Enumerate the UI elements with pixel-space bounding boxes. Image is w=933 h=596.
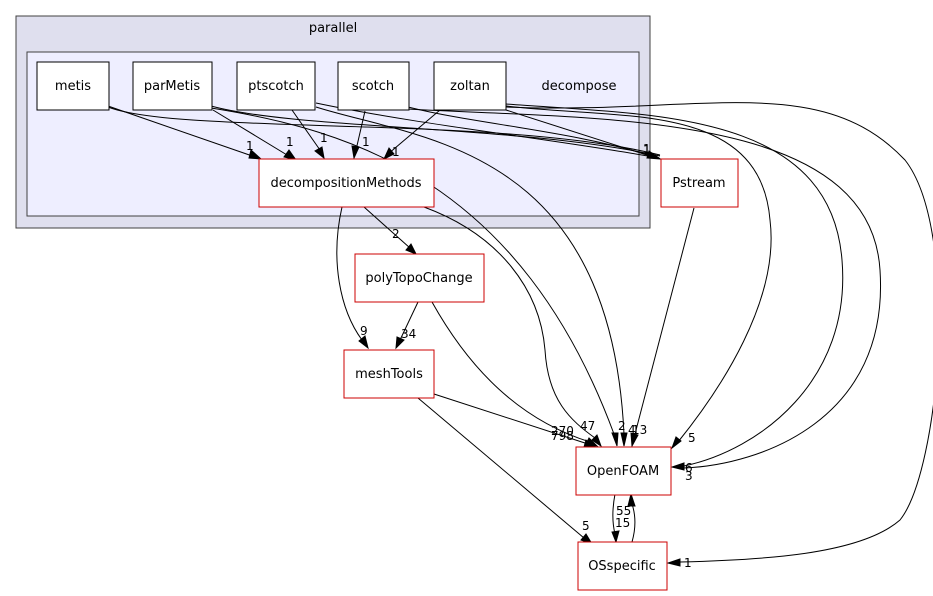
edge-Pstream-OpenFOAM: [634, 207, 695, 435]
node-ptscotch[interactable]: ptscotch: [236, 61, 316, 111]
edge-label-zoltan-oss: 1: [684, 556, 692, 570]
node-scotch-label: scotch: [352, 79, 394, 94]
edge-label-of-d: 2: [618, 419, 626, 433]
edge-label-of-oss: 55: [616, 504, 631, 518]
edge-label-of-c: 47: [580, 419, 595, 433]
edge-zoltan-OpenFOAM-2: [505, 103, 844, 467]
edge-label-mt-oss: 5: [582, 519, 590, 533]
edge-scotch-OpenFOAM: [407, 108, 881, 469]
cluster-decompose-title: decompose: [542, 79, 617, 94]
edge-parMetis-Pstream: [210, 105, 661, 157]
edge-label-dm-mt: 9: [360, 324, 368, 338]
cluster-parallel-title: parallel: [309, 21, 357, 36]
edge-ptscotch-OpenFOAM: [315, 106, 625, 435]
edge-dm-polyTopoChange: [363, 206, 411, 249]
edge-label-parMetis-dm: 1: [286, 135, 294, 149]
edge-label-pstream-2: 1: [643, 143, 651, 157]
node-Pstream[interactable]: Pstream: [660, 158, 739, 208]
edge-ptc-OpenFOAM: [431, 301, 591, 443]
edge-zoltan-decompositionMethods: [387, 109, 441, 155]
node-ptscotch-label: ptscotch: [248, 79, 304, 94]
node-decompositionMethods[interactable]: decompositionMethods: [258, 158, 435, 208]
edge-label-scotch-dm: 1: [362, 135, 370, 149]
edge-dm-meshTools: [336, 206, 363, 341]
edge-meshTools-OSspecific: [417, 397, 585, 539]
edges: 1 1 1 1 1 1 1: [107, 102, 933, 570]
node-Pstream-label: Pstream: [672, 176, 725, 191]
edge-OSspecific-OpenFOAM: [631, 503, 636, 543]
edge-label-of-f: 13: [632, 423, 647, 437]
edge-label-of-a: 270: [551, 424, 574, 438]
node-metis[interactable]: metis: [36, 61, 110, 111]
edge-scotch-decompositionMethods: [355, 110, 366, 151]
node-OpenFOAM[interactable]: OpenFOAM: [575, 446, 672, 496]
edge-label-zoltan-dm: 1: [392, 145, 400, 159]
node-scotch[interactable]: scotch: [337, 61, 410, 111]
node-polyTopoChange-label: polyTopoChange: [365, 271, 472, 286]
node-meshTools-label: meshTools: [355, 367, 423, 382]
edge-label-of-b: 798: [551, 429, 574, 443]
edge-ptscotch-Pstream: [315, 102, 660, 159]
edge-label-ptc-mt: 34: [401, 327, 416, 341]
edge-zoltan-OSspecific: [505, 102, 933, 563]
node-OpenFOAM-label: OpenFOAM: [587, 464, 659, 479]
edge-dm-OpenFOAM: [423, 206, 596, 439]
node-meshTools[interactable]: meshTools: [343, 349, 435, 399]
edge-label-of-i: 3: [685, 469, 693, 483]
edge-meshTools-OpenFOAM: [433, 393, 589, 445]
edge-zoltan-Pstream: [505, 109, 657, 159]
edge-metis-Pstream: [107, 106, 661, 156]
edge-label-oss-of: 15: [615, 516, 630, 530]
edge-label-ptscotch-dm: 1: [320, 131, 328, 145]
node-polyTopoChange[interactable]: polyTopoChange: [354, 253, 485, 303]
node-parMetis[interactable]: parMetis: [132, 61, 213, 111]
node-metis-label: metis: [55, 79, 91, 94]
edge-label-pstream-1: 1: [643, 142, 651, 156]
node-OSspecific-label: OSspecific: [588, 559, 656, 574]
node-OSspecific[interactable]: OSspecific: [577, 541, 668, 591]
node-decompositionMethods-label: decompositionMethods: [270, 176, 421, 191]
edge-label-of-g: 5: [688, 431, 696, 445]
edge-zoltan-OpenFOAM-1: [505, 105, 772, 443]
node-zoltan-label: zoltan: [450, 79, 490, 94]
edge-label-metis-dm: 1: [246, 139, 254, 153]
edge-parMetis-decompositionMethods: [212, 109, 293, 159]
edge-metis-decompositionMethods: [107, 105, 259, 159]
node-zoltan[interactable]: zoltan: [433, 61, 507, 111]
edge-OpenFOAM-OSspecific: [612, 493, 616, 535]
edge-label-of-e: 4: [628, 423, 636, 437]
edge-label-dm-ptc: 2: [392, 227, 400, 241]
node-parMetis-label: parMetis: [144, 79, 200, 94]
edge-ptc-meshTools: [399, 301, 419, 341]
edge-ptscotch-decompositionMethods: [291, 109, 321, 151]
